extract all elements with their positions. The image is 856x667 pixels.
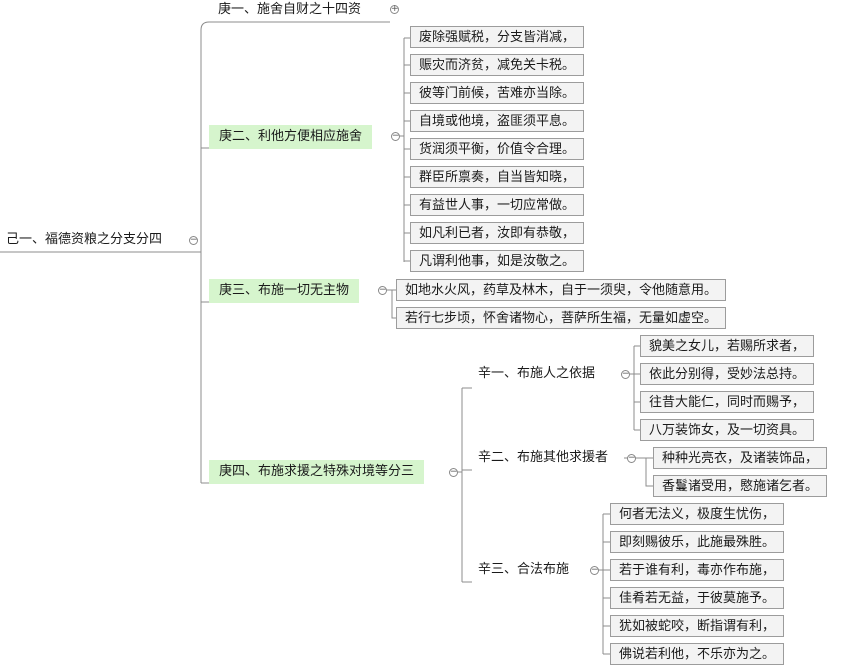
branch-2-node[interactable]: 庚二、利他方便相应施舍	[209, 125, 373, 149]
collapse-icon[interactable]: −	[621, 369, 630, 379]
sub-branch-2-node[interactable]: 辛二、布施其他求援者	[478, 450, 609, 465]
verse-box[interactable]: 即刻赐彼乐，此施最殊胜。	[610, 531, 785, 553]
branch-1-node[interactable]: 庚一、施舍自财之十四资	[218, 2, 362, 17]
verse-box[interactable]: 有益世人事，一切应常做。	[410, 194, 585, 216]
verse-box[interactable]: 香鬘诸受用，愍施诸乞者。	[653, 475, 828, 497]
verse-box[interactable]: 犹如被蛇咬，断指谓有利，	[610, 615, 785, 637]
collapse-icon[interactable]: −	[590, 565, 599, 575]
verse-box[interactable]: 貌美之女儿，若赐所求者，	[640, 335, 815, 357]
verse-box[interactable]: 往昔大能仁，同时而赐予，	[640, 391, 815, 413]
collapse-icon[interactable]: −	[391, 131, 400, 141]
verse-box[interactable]: 依此分别得，受妙法总持。	[640, 363, 815, 385]
verse-box[interactable]: 佛说若利他，不乐亦为之。	[610, 643, 785, 665]
sub-branch-3-node[interactable]: 辛三、合法布施	[478, 562, 570, 577]
verse-box[interactable]: 群臣所禀奏，自当皆知晓，	[410, 166, 585, 188]
collapse-icon[interactable]: −	[627, 453, 636, 463]
collapse-icon[interactable]: −	[189, 235, 198, 245]
verse-box[interactable]: 如地水火风，药草及林木，自于一须臾，令他随意用。	[396, 279, 727, 301]
branch-4-node[interactable]: 庚四、布施求援之特殊对境等分三	[209, 460, 425, 484]
verse-box[interactable]: 种种光亮衣，及诸装饰品，	[653, 447, 828, 469]
verse-box[interactable]: 如凡利已者，汝即有恭敬，	[410, 222, 585, 244]
verse-box[interactable]: 八万装饰女，及一切资具。	[640, 419, 815, 441]
verse-box[interactable]: 货润须平衡，价值令合理。	[410, 138, 585, 160]
verse-box[interactable]: 自境或他境，盗匪须平息。	[410, 110, 585, 132]
branch-3-node[interactable]: 庚三、布施一切无主物	[209, 279, 360, 303]
collapse-icon[interactable]: −	[449, 467, 458, 477]
sub-branch-1-node[interactable]: 辛一、布施人之依据	[478, 366, 596, 381]
verse-box[interactable]: 佳肴若无益，于彼莫施予。	[610, 587, 785, 609]
expand-icon[interactable]: +	[390, 4, 399, 14]
verse-box[interactable]: 何者无法义，极度生忧伤，	[610, 503, 785, 525]
verse-box[interactable]: 彼等门前候，苦难亦当除。	[410, 82, 585, 104]
collapse-icon[interactable]: −	[378, 285, 387, 295]
verse-box[interactable]: 若于谁有利，毒亦作布施，	[610, 559, 785, 581]
verse-box[interactable]: 废除强赋税，分支皆消减，	[410, 26, 585, 48]
verse-box[interactable]: 赈灾而济贫，减免关卡税。	[410, 54, 585, 76]
verse-box[interactable]: 凡谓利他事，如是汝敬之。	[410, 250, 585, 272]
root-node[interactable]: 己一、福德资粮之分支分四	[6, 232, 163, 247]
verse-box[interactable]: 若行七步顷，怀舍诸物心，菩萨所生福，无量如虚空。	[396, 307, 727, 329]
